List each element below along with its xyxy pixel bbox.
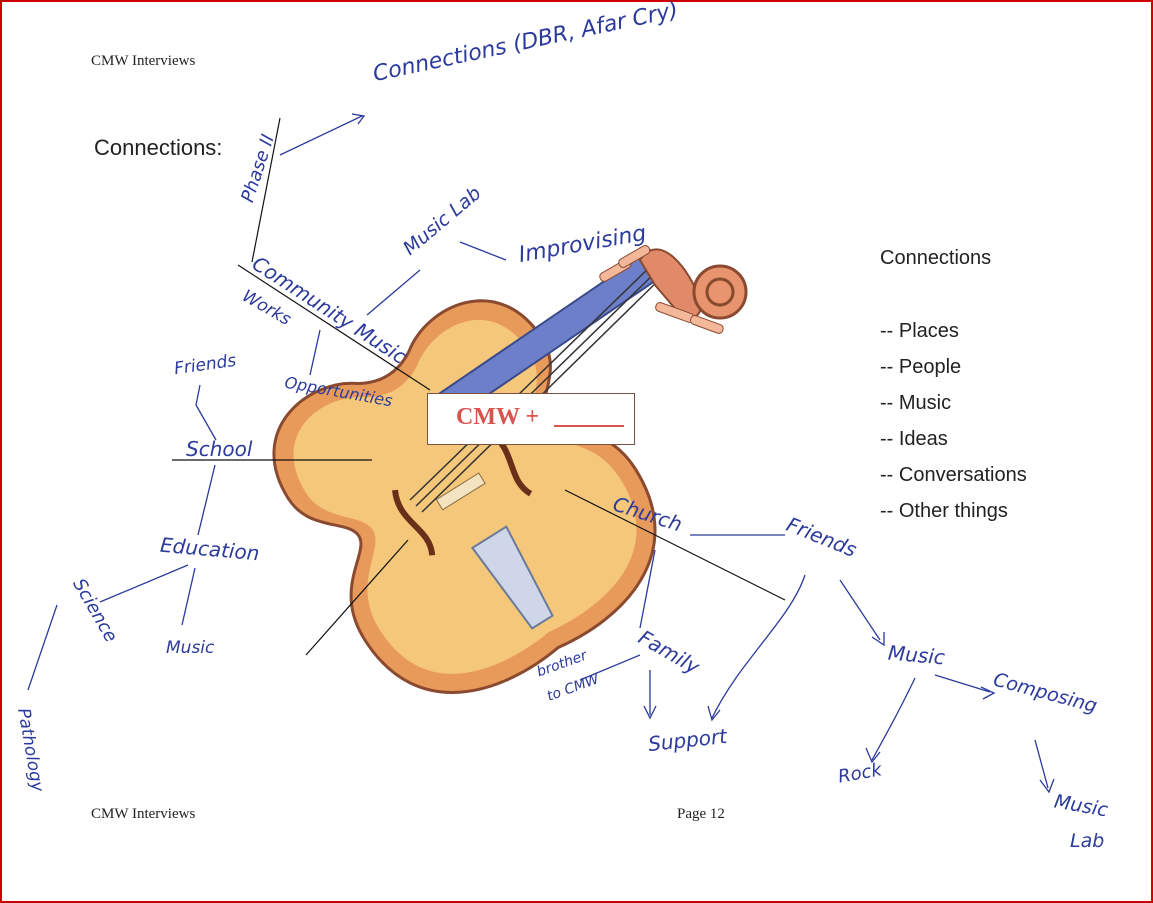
page-number: Page 12 [677, 806, 725, 823]
page-footer: CMW Interviews [91, 806, 195, 823]
note-school: School [186, 437, 252, 461]
cmw-label: CMW + [456, 404, 539, 431]
note-music-right: Music [887, 641, 946, 670]
note-music-lab-bottom-2: Lab [1070, 830, 1104, 852]
cmw-box: CMW + [427, 393, 635, 445]
note-music-left: Music [166, 638, 214, 658]
blank-line [554, 425, 624, 427]
